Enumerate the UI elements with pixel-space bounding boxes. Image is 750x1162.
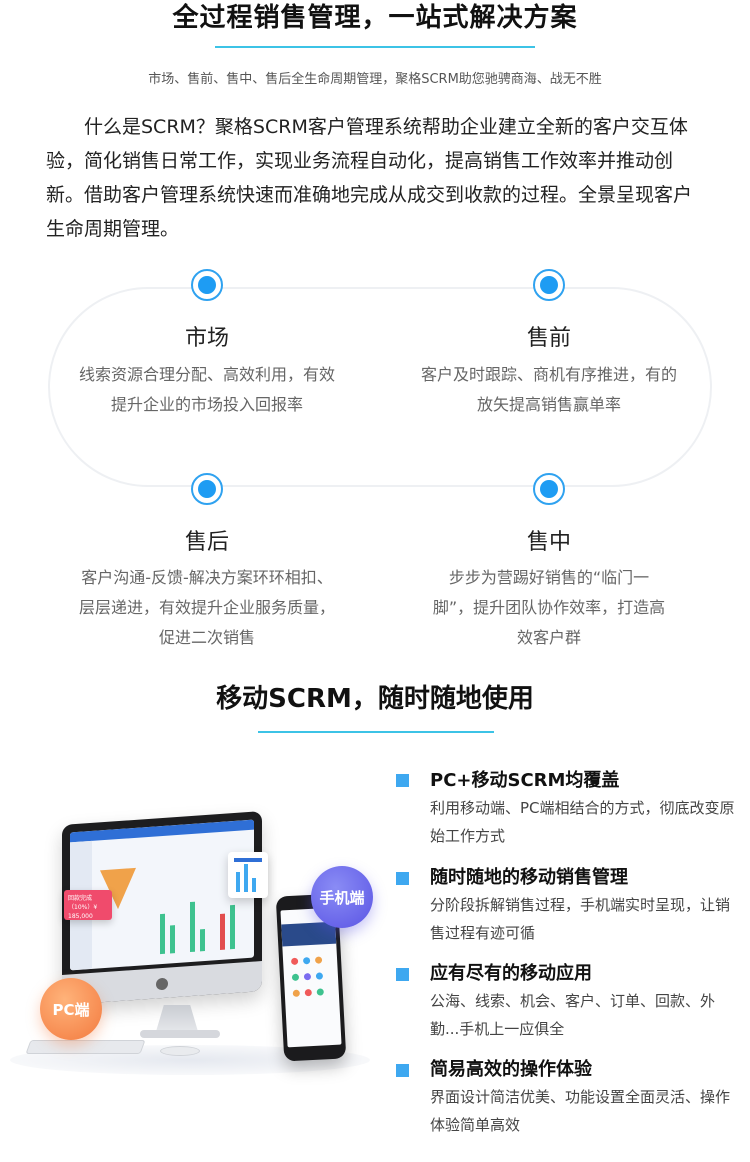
app-icon: [316, 988, 324, 996]
app-icon: [303, 973, 312, 981]
bullet-square-icon: [396, 872, 409, 885]
feature-desc-coverage: 利用移动端、PC端相结合的方式，彻底改变原始工作方式: [430, 799, 735, 845]
phone-screen: [280, 907, 342, 1048]
monitor-stand-base: [140, 1030, 220, 1038]
feature-desc-mobile-apps: 公海、线索、机会、客户、订单、回款、外勤...手机上一应俱全: [430, 992, 716, 1038]
keyboard-image: [25, 1040, 146, 1054]
feature-desc-experience: 界面设计简洁优美、功能设置全面灵活、操作体验简单高效: [430, 1088, 731, 1134]
stage-title-insales: 售中: [526, 530, 571, 555]
chart-bar: [160, 913, 165, 955]
feature-title-mobile-sales: 随时随地的移动销售管理: [430, 867, 628, 888]
floating-chart-card: [228, 852, 268, 898]
apple-logo-icon: [156, 977, 168, 991]
stage-desc-aftersales: 客户沟通-反馈-解决方案环环相扣、层层递进，有效提升企业服务质量，促进二次销售: [78, 568, 335, 647]
app-icon: [304, 988, 312, 997]
section-subtitle: 市场、售前、售中、售后全生命周期管理，聚格SCRM助您驰骋商海、战无不胜: [148, 72, 602, 87]
chart-bar: [190, 901, 195, 953]
screen-header-bar: [70, 819, 254, 843]
title-underline: [215, 46, 535, 48]
stage-desc-market: 线索资源合理分配、高效利用，有效提升企业的市场投入回报率: [78, 365, 335, 414]
section-title-mobile-scrm: 移动SCRM，随时随地使用: [216, 684, 534, 714]
stage-node-aftersales-icon: [191, 473, 223, 505]
app-icon: [290, 957, 299, 966]
app-icon: [314, 956, 323, 964]
feature-title-experience: 简易高效的操作体验: [430, 1059, 592, 1080]
stage-title-aftersales: 售后: [184, 530, 229, 555]
feature-desc-mobile-sales: 分阶段拆解销售过程，手机端实时呈现，让销售过程有迹可循: [430, 896, 731, 942]
feature-title-mobile-apps: 应有尽有的移动应用: [430, 963, 592, 984]
stage-title-market: 市场: [184, 326, 229, 351]
bullet-square-icon: [396, 968, 409, 981]
intro-paragraph: 什么是SCRM？聚格SCRM客户管理系统帮助企业建立全新的客户交互体验，简化销售…: [46, 116, 693, 240]
chart-bar: [220, 913, 225, 950]
title-underline: [258, 731, 494, 733]
chart-bar: [170, 925, 175, 954]
app-icon: [291, 973, 300, 981]
pc-badge: PC端: [40, 978, 102, 1040]
chart-bar: [230, 904, 235, 950]
mouse-image: [160, 1046, 200, 1056]
bullet-square-icon: [396, 1064, 409, 1077]
section-title-sales-management: 全过程销售管理，一站式解决方案: [172, 3, 578, 33]
payment-alert-card: 回款完成（10%）¥ 185,000: [64, 890, 112, 920]
app-icon: [292, 989, 300, 997]
stage-title-presales: 售前: [526, 326, 571, 351]
lifecycle-track: [48, 287, 712, 487]
bullet-square-icon: [396, 774, 409, 787]
app-icon: [315, 972, 324, 980]
phone-banner: [281, 921, 337, 947]
stage-node-insales-icon: [533, 473, 565, 505]
stage-desc-presales: 客户及时跟踪、商机有序推进，有的放矢提高销售赢单率: [420, 365, 677, 414]
mobile-badge: 手机端: [311, 866, 373, 928]
stage-node-market-icon: [191, 269, 223, 301]
chart-bar: [200, 928, 205, 952]
feature-title-coverage: PC+移动SCRM均覆盖: [430, 770, 620, 791]
stage-desc-insales: 步步为营踢好销售的“临门一脚”，提升团队协作效率，打造高效客户群: [432, 568, 666, 647]
app-icon: [302, 957, 311, 965]
stage-node-presales-icon: [533, 269, 565, 301]
